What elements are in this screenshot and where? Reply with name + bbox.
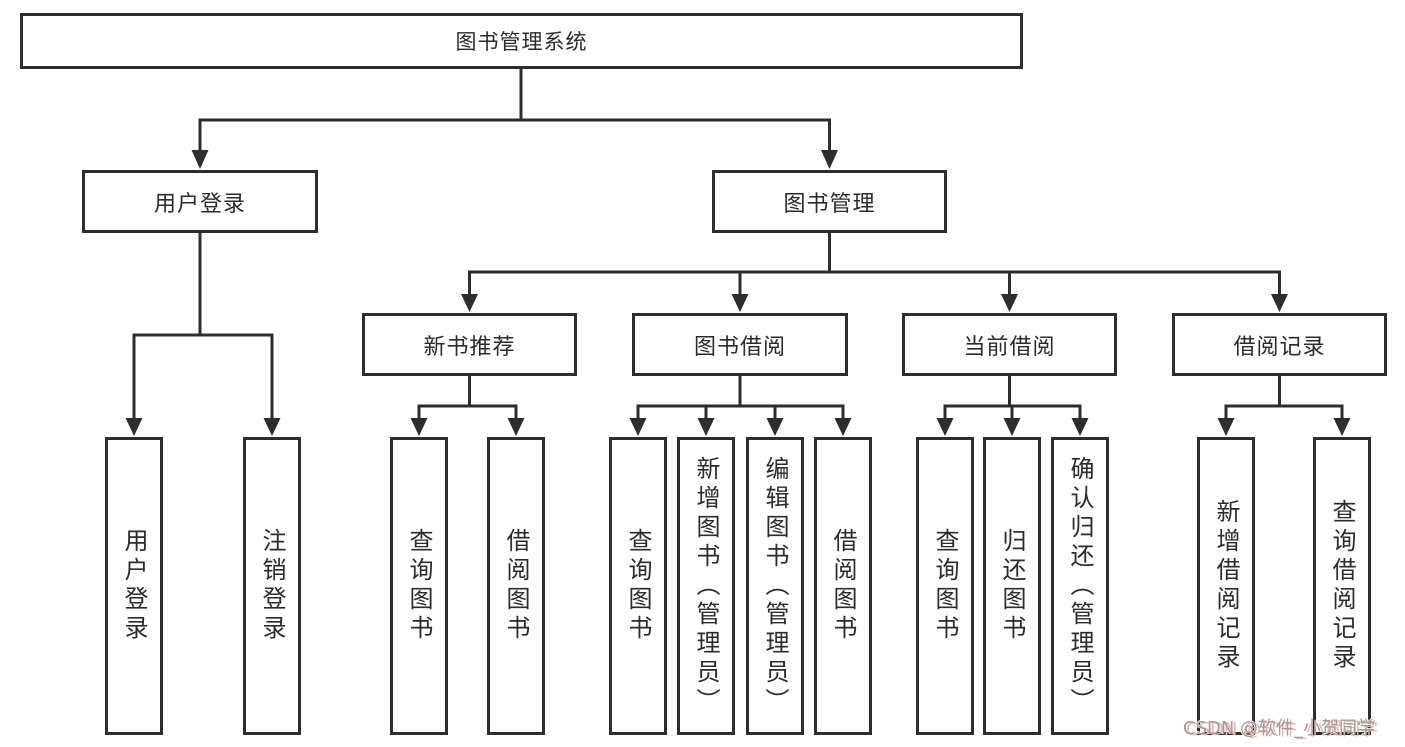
node-label: 查询借阅记录	[1328, 499, 1356, 673]
node-label: 查询图书	[405, 528, 433, 644]
leaf-edit-books-admin: 编辑图书（管理员）	[746, 437, 804, 735]
node-label: 借阅图书	[502, 528, 530, 644]
node-label: 图书借阅	[693, 334, 786, 360]
node-label: 图书管理	[783, 191, 876, 217]
node-user-login: 用户登录	[82, 170, 318, 233]
node-book-management: 图书管理	[712, 170, 947, 233]
leaf-add-books-admin: 新增图书（管理员）	[677, 437, 735, 735]
node-label: 确认归还（管理员）	[1066, 455, 1094, 717]
node-label: 查询图书	[624, 528, 652, 644]
leaf-borrow-books: 借阅图书	[814, 437, 872, 735]
leaf-query-books: 查询图书	[916, 437, 974, 735]
leaf-query-books: 查询图书	[390, 437, 448, 735]
node-label: 用户登录	[120, 528, 148, 644]
node-new-book-recommend: 新书推荐	[362, 313, 577, 376]
node-label: 用户登录	[153, 191, 246, 217]
node-label: 当前借阅	[963, 334, 1056, 360]
leaf-add-borrow-record: 新增借阅记录	[1197, 437, 1255, 735]
leaf-user-login: 用户登录	[105, 437, 163, 735]
node-label: 编辑图书（管理员）	[761, 455, 789, 717]
node-label: 新书推荐	[423, 334, 516, 360]
node-label: 借阅图书	[829, 528, 857, 644]
node-library-management-system: 图书管理系统	[20, 13, 1023, 69]
leaf-return-books: 归还图书	[983, 437, 1041, 735]
node-label: 注销登录	[258, 528, 286, 644]
leaf-query-borrow-record: 查询借阅记录	[1313, 437, 1371, 735]
leaf-borrow-books: 借阅图书	[487, 437, 545, 735]
node-label: 图书管理系统	[455, 30, 588, 54]
node-label: 查询图书	[931, 528, 959, 644]
leaf-confirm-return-admin: 确认归还（管理员）	[1051, 437, 1109, 735]
leaf-logout: 注销登录	[243, 437, 301, 735]
leaf-query-books: 查询图书	[609, 437, 667, 735]
node-book-borrowing: 图书借阅	[632, 313, 848, 376]
csdn-watermark: CSDN @软件_小贺同学	[1183, 718, 1376, 739]
node-label: 新增借阅记录	[1212, 499, 1240, 673]
node-label: 归还图书	[998, 528, 1026, 644]
node-label: 借阅记录	[1233, 334, 1326, 360]
node-label: 新增图书（管理员）	[692, 455, 720, 717]
node-current-borrowing: 当前借阅	[902, 313, 1117, 376]
node-borrowing-records: 借阅记录	[1172, 313, 1387, 376]
